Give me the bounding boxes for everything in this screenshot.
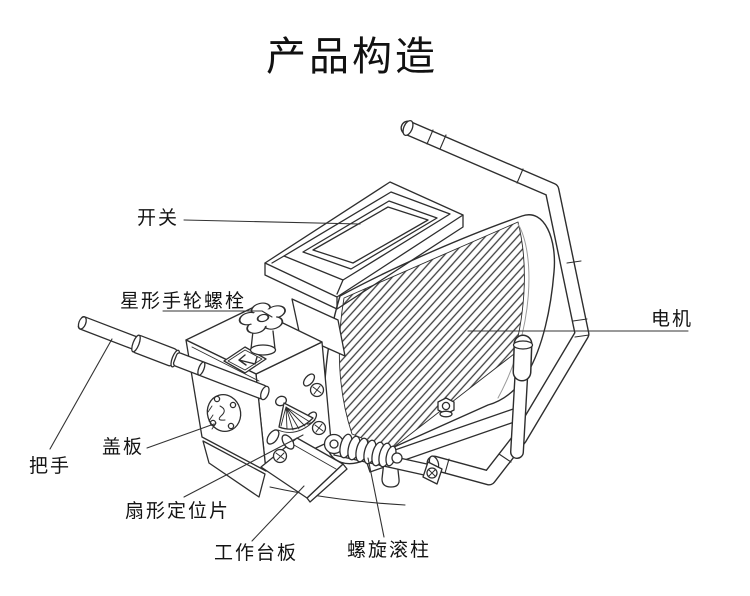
motor-drawing: [323, 214, 556, 465]
label-motor: 电机: [651, 309, 694, 330]
label-cover-plate: 盖板: [102, 437, 145, 458]
label-fan-positioning-piece: 扇形定位片: [125, 501, 231, 522]
leader-fan-positioning-piece: [183, 434, 304, 498]
leader-star-handwheel-bolt: [162, 310, 273, 318]
support-post-drawing: [510, 334, 534, 459]
leader-cover-plate: [146, 423, 215, 449]
leader-work-table-plate: [251, 485, 305, 542]
label-work-table-plate: 工作台板: [214, 543, 299, 564]
star-knob-drawing: [238, 302, 286, 356]
switch-recess: [302, 200, 438, 270]
label-handle: 把手: [29, 456, 72, 477]
cover-plate-drawing: [206, 393, 242, 433]
label-spiral-roller: 螺旋滚柱: [347, 540, 432, 561]
handle-drawing: [77, 316, 270, 401]
frame-tube-drawing: [400, 119, 590, 486]
fan-positioning-piece-drawing: [275, 395, 316, 433]
label-switch: 开关: [137, 208, 180, 229]
leader-switch: [183, 219, 361, 225]
leader-spiral-roller: [367, 457, 385, 538]
leader-lines: [49, 219, 689, 542]
leader-handle: [49, 338, 113, 450]
label-star-handwheel-bolt: 星形手轮螺栓: [120, 291, 247, 312]
wing-clip-drawing: [266, 429, 295, 464]
switch-box-drawing: [264, 181, 464, 357]
hex-bolt: [437, 397, 455, 415]
page-title: 产品构造: [266, 35, 438, 79]
spiral-roller-drawing: [323, 433, 443, 485]
